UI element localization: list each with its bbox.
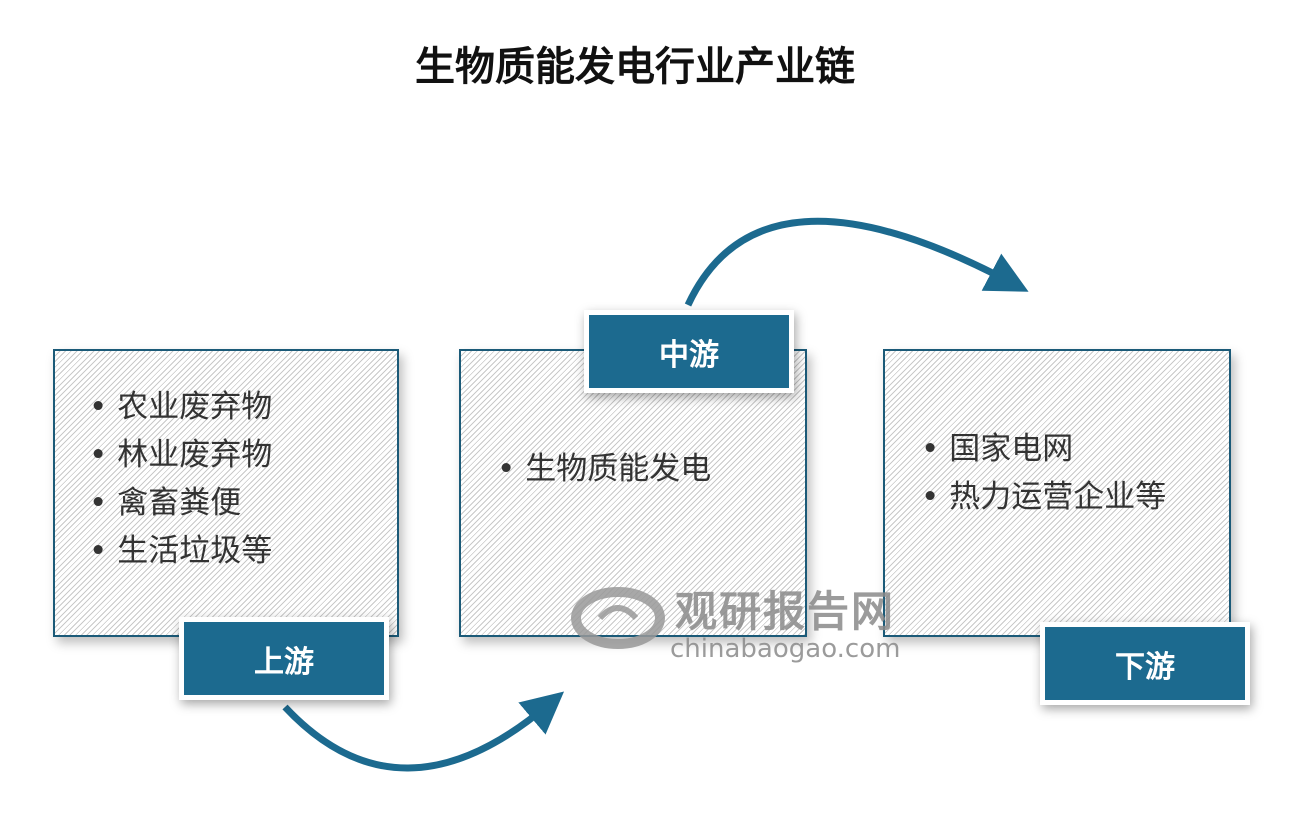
upstream-list: 农业废弃物 林业废弃物 禽畜粪便 生活垃圾等 — [89, 383, 272, 575]
midstream-list: 生物质能发电 — [497, 445, 711, 493]
watermark: 观研报告网 chinabaogao.com — [570, 578, 900, 664]
midstream-label: 中游 — [584, 310, 794, 393]
upstream-label: 上游 — [179, 617, 389, 700]
watermark-logo-icon — [571, 587, 665, 649]
list-item: 国家电网 — [921, 425, 1166, 473]
watermark-cn: 观研报告网 — [675, 587, 896, 636]
list-item: 热力运营企业等 — [921, 473, 1166, 521]
list-item: 生活垃圾等 — [89, 527, 272, 575]
list-item: 生物质能发电 — [497, 445, 711, 493]
downstream-label: 下游 — [1040, 622, 1250, 705]
diagram-title: 生物质能发电行业产业链 — [415, 43, 855, 90]
watermark-en: chinabaogao.com — [670, 634, 901, 664]
upstream-box: 农业废弃物 林业废弃物 禽畜粪便 生活垃圾等 — [53, 349, 399, 637]
list-item: 禽畜粪便 — [89, 479, 272, 527]
list-item: 农业废弃物 — [89, 383, 272, 431]
arrow-upstream-to-midstream — [282, 691, 565, 772]
list-item: 林业废弃物 — [89, 431, 272, 479]
downstream-list: 国家电网 热力运营企业等 — [921, 425, 1166, 521]
arrow-midstream-to-downstream — [684, 217, 1029, 307]
downstream-box: 国家电网 热力运营企业等 — [883, 349, 1231, 637]
